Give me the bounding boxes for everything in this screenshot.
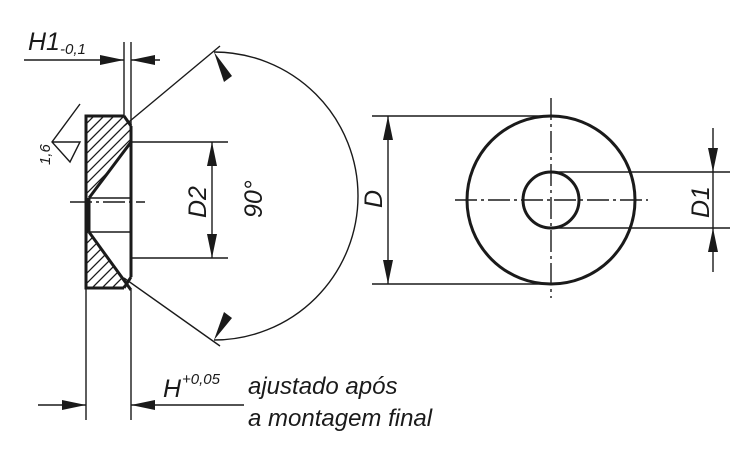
h1-dimension: H1 -0,1	[24, 28, 160, 126]
roughness-symbol: 1,6	[37, 103, 82, 165]
d1-dimension: D1	[551, 128, 730, 272]
d-dimension: D	[360, 115, 551, 285]
h1-label: H1	[28, 28, 60, 56]
note-line-1: ajustado após	[248, 373, 397, 400]
h-dimension: H +0,05	[38, 288, 244, 420]
roughness-label: 1,6	[37, 143, 54, 165]
d2-dimension: D2	[131, 141, 228, 259]
angle-dimension: 90°	[123, 45, 359, 347]
h-label: H	[163, 375, 182, 403]
h-tolerance: +0,05	[182, 371, 221, 388]
h1-tolerance: -0,1	[60, 41, 86, 58]
section-view	[70, 114, 145, 291]
d1-label: D1	[687, 186, 715, 218]
d-label: D	[360, 190, 388, 208]
d2-label: D2	[184, 186, 212, 218]
note-line-2: a montagem final	[248, 405, 433, 432]
angle-label: 90°	[240, 180, 268, 218]
front-view	[455, 98, 648, 298]
